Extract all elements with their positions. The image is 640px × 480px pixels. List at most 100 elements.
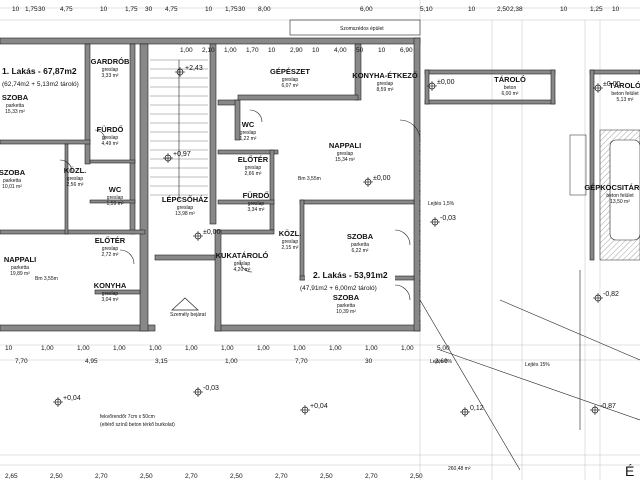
top-dim-5: 1,75 [125,6,138,13]
top-dim-13: 5,10 [420,6,433,13]
dim-row-low: 1,00 [329,345,342,352]
room-name: KONYHA [94,281,127,290]
dim-row-top: 1,70 [246,47,259,54]
doors [59,109,421,301]
apartment-2-title: 2. Lakás - 53,91m2 (47,91m2 + 6,00m2 tár… [300,268,395,292]
dim-row-low: 1,00 [401,345,414,352]
room-material: greslap [102,291,119,297]
dim-row-low: 10 [5,345,13,352]
room-material: greslap [107,195,124,201]
dim-row-top: 1,00 [180,47,193,54]
room-area: 13,98 m² [175,211,195,217]
dim-row-top: 50 [356,47,364,54]
room-area: 3,34 m² [248,207,265,213]
room-name: KUKATÁROLÓ [216,251,269,260]
dim-row-bottom: 2,65 [5,473,18,480]
top-dim-14: 10 [468,6,476,13]
top-dim-12: 6,00 [360,6,373,13]
total-area: 260,48 m² [448,466,471,472]
level-marker: -0,03 [430,215,456,227]
room-material: parketta [3,178,21,184]
top-dim-0: 10 [12,6,20,13]
dim-row-top: 2,10 [202,47,215,54]
apartment-1-title: 1. Lakás - 67,87m2 (62,74m2 + 5,13m2 tár… [2,66,79,88]
room-material: greslap [377,81,394,87]
room-area: 10,39 m² [336,309,356,315]
level-text: ±0,00 [373,175,391,182]
svg-text:(47,91m2 + 6,00m2 tároló): (47,91m2 + 6,00m2 tároló) [300,285,377,292]
floor-note-2: (eltérő színű beton térkő burkolat) [100,422,175,428]
dim-row-mid: 1,00 [225,358,238,365]
dim-row-bottom: 2,70 [185,473,198,480]
neighbor-building [289,19,421,36]
room-area: 4,20 m² [234,267,251,273]
level-markers: +2,43+0,97±0,00±0,00±0,00±0,00-0,03-0,03… [53,65,621,417]
top-dim-15: 2,50 [497,6,510,13]
room-material: greslap [282,77,299,83]
room-name: ELŐTÉR [238,155,269,164]
top-dim-2: 30 [38,6,46,13]
dim-row-top: 10 [378,47,386,54]
room-name: GÉPKOCSITÁROLÓ [584,183,640,192]
neighbor-label: Szomszédos épület [340,26,384,32]
level-marker: +0,04 [53,395,81,407]
room-material: greslap [177,205,194,211]
room-area: 3,04 m² [102,297,119,303]
north-letter: É [625,463,634,479]
room-name: KONYHA-ÉTKEZŐ [352,71,418,80]
dim-row-bottom: 2,50 [320,473,333,480]
dim-row-low: 1,00 [293,345,306,352]
room-material: greslap [248,201,265,207]
slope-lines [419,270,640,471]
level-marker: -0,03 [193,385,219,397]
level-marker: ±0,00 [363,175,391,187]
annex [424,69,640,261]
level-text: -0,82 [603,291,619,298]
level-marker: ±0,00 [593,81,621,93]
level-text: +0,04 [63,395,81,402]
dim-row-top: 6,90 [400,47,413,54]
dim-row-low: 1,00 [257,345,270,352]
dim-row-bottom: 2,70 [275,473,288,480]
dim-row-mid: 7,70 [295,358,308,365]
dim-row-bottom: 2,50 [410,473,423,480]
level-text: +0,97 [173,151,191,158]
top-dim-4: 10 [100,6,108,13]
level-marker: -0,82 [593,291,619,303]
level-marker: ±0,00 [193,229,221,241]
level-marker: 0,12 [460,405,484,417]
room-material: greslap [337,151,354,157]
top-dim-18: 1,25 [590,6,603,13]
room-area: 5,13 m² [617,97,634,103]
dim-row-low: 1,00 [185,345,198,352]
room-material: parketta [11,265,29,271]
room-area: 6,07 m² [282,83,299,89]
entrance-arrow [171,297,199,311]
room-material: parketta [337,303,355,309]
dim-row-mid: 2,60 [435,358,448,365]
top-dim-11: 8,00 [258,6,271,13]
entrance-label: Személy bejárat [170,312,206,318]
level-text: -0,03 [440,215,456,222]
level-text: ±0,00 [203,229,221,236]
top-dim-19: 10 [612,6,620,13]
top-dim-1: 1,75 [25,6,38,13]
